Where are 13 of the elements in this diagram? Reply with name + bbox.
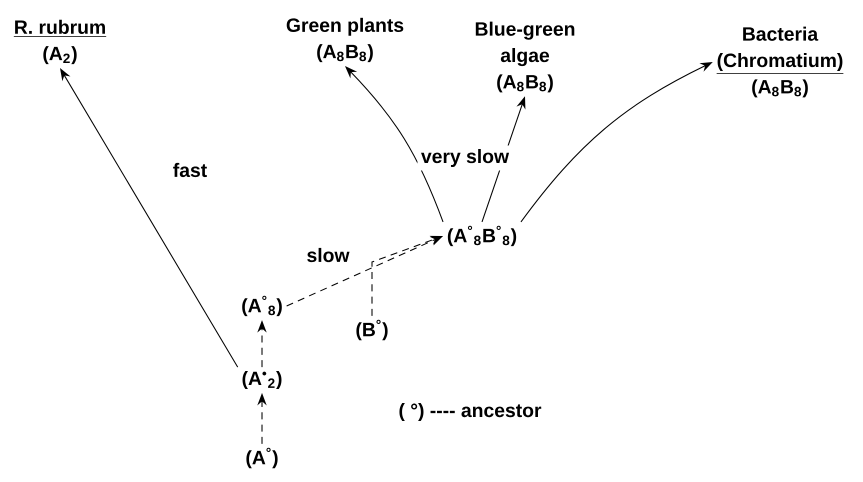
molecule-label: (A$^{°}$$_{8}$B$^{°}$$_{8}$)	[448, 226, 516, 246]
molecule-label: (A$^{°}$)	[246, 448, 278, 468]
species-label: Bacteria (Chromatium) (A$_{8}$B$_{8}$)	[716, 26, 844, 98]
edge-label: fast	[169, 159, 211, 181]
legend-note: ( °) ---- ancestor	[399, 403, 542, 421]
molecule-label: (B$^{°}$)	[356, 320, 388, 340]
edge-label: slow	[303, 244, 353, 266]
species-label: Green plants (A$_{8}$B$_{8}$)	[286, 18, 404, 62]
species-label: R. rubrum (A$_{2}$)	[13, 20, 107, 64]
species-label: Blue-green algae (A$_{8}$B$_{8}$)	[476, 22, 574, 92]
edge-label: very slow	[417, 145, 513, 171]
molecule-label: (A$^{•}$$_{2}$)	[242, 371, 282, 389]
molecule-label: (A$^{°}$$_{8}$)	[242, 296, 282, 316]
